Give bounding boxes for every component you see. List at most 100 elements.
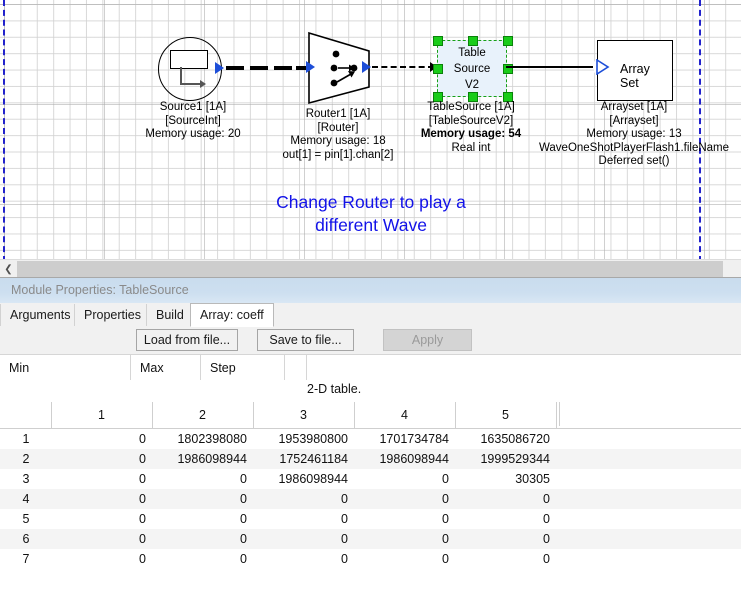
diagram-canvas[interactable]: Source1 [1A] [SourceInt] Memory usage: 2… bbox=[0, 0, 741, 262]
source1-icon-rect bbox=[170, 50, 208, 69]
grid-cell[interactable]: 0 bbox=[51, 429, 152, 450]
properties-tabstrip: Arguments Properties Build Array: coeff bbox=[0, 303, 741, 327]
grid-cell[interactable]: 0 bbox=[51, 509, 152, 529]
apply-button[interactable]: Apply bbox=[383, 329, 472, 351]
grid-cell[interactable]: 0 bbox=[253, 509, 354, 529]
canvas-scrollbar-thumb[interactable] bbox=[17, 261, 723, 277]
grid-cell[interactable]: 30305 bbox=[455, 469, 556, 489]
tablesource-inner-text: Table Source V2 bbox=[438, 45, 506, 93]
grid-row-header[interactable]: 6 bbox=[0, 529, 51, 549]
grid-cell[interactable]: 0 bbox=[354, 549, 455, 569]
grid-cell[interactable]: 0 bbox=[152, 469, 253, 489]
grid-cell-tail bbox=[556, 509, 741, 529]
grid-col-header-3[interactable]: 3 bbox=[253, 402, 354, 429]
table-caption-row: 2-D table. bbox=[0, 380, 741, 403]
properties-titlebar: Module Properties: TableSource bbox=[0, 278, 741, 304]
wire-source-router-seg1 bbox=[226, 66, 244, 70]
resize-handle-middle-left[interactable] bbox=[433, 64, 443, 74]
grid-cell[interactable]: 1986098944 bbox=[152, 449, 253, 469]
grid-col-header-4[interactable]: 4 bbox=[354, 402, 455, 429]
grid-row-header[interactable]: 4 bbox=[0, 489, 51, 509]
grid-cell[interactable]: 1701734784 bbox=[354, 429, 455, 450]
grid-cell[interactable]: 1999529344 bbox=[455, 449, 556, 469]
grid-row[interactable]: 600000 bbox=[0, 529, 741, 549]
grid-cell[interactable]: 0 bbox=[51, 549, 152, 569]
canvas-horizontal-scrollbar[interactable]: ❮ bbox=[0, 259, 741, 278]
source1-icon-arm-h bbox=[180, 83, 202, 85]
resize-handle-top-right[interactable] bbox=[503, 36, 513, 46]
grid-col-header-1[interactable]: 1 bbox=[51, 402, 152, 429]
grid-cell[interactable]: 0 bbox=[455, 549, 556, 569]
diagram-annotation[interactable]: Change Router to play a different Wave bbox=[171, 191, 571, 237]
grid-cell[interactable]: 1635086720 bbox=[455, 429, 556, 450]
grid-row[interactable]: 500000 bbox=[0, 509, 741, 529]
grid-cell[interactable]: 1986098944 bbox=[253, 469, 354, 489]
source1-caption-line2: [SourceInt] bbox=[113, 115, 273, 129]
resize-handle-top-left[interactable] bbox=[433, 36, 443, 46]
grid-row[interactable]: 700000 bbox=[0, 549, 741, 569]
grid-cell[interactable]: 0 bbox=[253, 489, 354, 509]
grid-corner-cell bbox=[0, 402, 51, 429]
grid-cell[interactable]: 0 bbox=[354, 489, 455, 509]
grid-cell[interactable]: 0 bbox=[455, 489, 556, 509]
tab-array-coeff[interactable]: Array: coeff bbox=[190, 303, 274, 327]
grid-cell[interactable]: 0 bbox=[354, 469, 455, 489]
grid-row-header[interactable]: 3 bbox=[0, 469, 51, 489]
grid-cell[interactable]: 0 bbox=[51, 469, 152, 489]
grid-cell[interactable]: 0 bbox=[51, 529, 152, 549]
grid-cell-tail bbox=[556, 449, 741, 469]
grid-cell[interactable]: 0 bbox=[152, 509, 253, 529]
grid-cell[interactable]: 0 bbox=[152, 489, 253, 509]
grid-cell[interactable]: 0 bbox=[152, 549, 253, 569]
block-arrayset-caption: Arrayset [1A] [Arrayset] Memory usage: 1… bbox=[514, 101, 741, 169]
grid-col-header-5[interactable]: 5 bbox=[455, 402, 556, 429]
router1-output-port[interactable] bbox=[362, 61, 371, 73]
source1-caption-line3: Memory usage: 20 bbox=[113, 128, 273, 142]
grid-cell[interactable]: 0 bbox=[152, 529, 253, 549]
grid-cell[interactable]: 0 bbox=[455, 529, 556, 549]
source1-output-port[interactable] bbox=[215, 62, 224, 74]
module-properties-panel: Module Properties: TableSource Arguments… bbox=[0, 277, 741, 601]
grid-row-header[interactable]: 1 bbox=[0, 429, 51, 450]
grid-row-header[interactable]: 2 bbox=[0, 449, 51, 469]
resize-handle-top-center[interactable] bbox=[468, 36, 478, 46]
grid-cell-tail bbox=[556, 529, 741, 549]
grid-cell[interactable]: 1986098944 bbox=[354, 449, 455, 469]
grid-col-header-2[interactable]: 2 bbox=[152, 402, 253, 429]
block-source1[interactable] bbox=[158, 37, 222, 101]
tab-build[interactable]: Build bbox=[146, 304, 191, 326]
grid-row-header[interactable]: 5 bbox=[0, 509, 51, 529]
grid-cell[interactable]: 1953980800 bbox=[253, 429, 354, 450]
tab-arguments[interactable]: Arguments bbox=[0, 304, 75, 326]
tablesource-inner-line3: V2 bbox=[438, 77, 506, 93]
coeff-grid-table: 1 2 3 4 5 101802398080195398080017017347… bbox=[0, 402, 741, 569]
grid-row[interactable]: 2019860989441752461184198609894419995293… bbox=[0, 449, 741, 469]
grid-body: 1018023980801953980800170173478416350867… bbox=[0, 429, 741, 570]
grid-row[interactable]: 3001986098944030305 bbox=[0, 469, 741, 489]
scroll-left-arrow-icon[interactable]: ❮ bbox=[0, 260, 17, 278]
arrayset-caption-line2: [Arrayset] bbox=[514, 115, 741, 129]
coeff-grid[interactable]: 1 2 3 4 5 101802398080195398080017017347… bbox=[0, 402, 741, 601]
grid-cell[interactable]: 0 bbox=[455, 509, 556, 529]
grid-cell[interactable]: 0 bbox=[51, 449, 152, 469]
grid-row-header[interactable]: 7 bbox=[0, 549, 51, 569]
grid-cell[interactable]: 0 bbox=[253, 549, 354, 569]
grid-cell[interactable]: 0 bbox=[51, 489, 152, 509]
grid-header-separator bbox=[559, 402, 560, 426]
grid-row[interactable]: 1018023980801953980800170173478416350867… bbox=[0, 429, 741, 450]
router1-input-port[interactable] bbox=[306, 61, 315, 73]
block-tablesource[interactable]: Table Source V2 bbox=[437, 40, 507, 97]
load-from-file-button[interactable]: Load from file... bbox=[136, 329, 238, 351]
grid-cell[interactable]: 0 bbox=[354, 509, 455, 529]
grid-row[interactable]: 400000 bbox=[0, 489, 741, 509]
annotation-line2: different Wave bbox=[171, 214, 571, 237]
tab-properties[interactable]: Properties bbox=[74, 304, 147, 326]
grid-cell[interactable]: 0 bbox=[354, 529, 455, 549]
grid-cell[interactable]: 1752461184 bbox=[253, 449, 354, 469]
arrayset-caption-line3: Memory usage: 13 bbox=[514, 128, 741, 142]
arrayset-caption-line4: WaveOneShotPlayerFlash1.fileName bbox=[514, 142, 741, 156]
grid-cell[interactable]: 0 bbox=[253, 529, 354, 549]
grid-cell[interactable]: 1802398080 bbox=[152, 429, 253, 450]
save-to-file-button[interactable]: Save to file... bbox=[257, 329, 354, 351]
arrayset-input-port[interactable] bbox=[596, 59, 610, 75]
